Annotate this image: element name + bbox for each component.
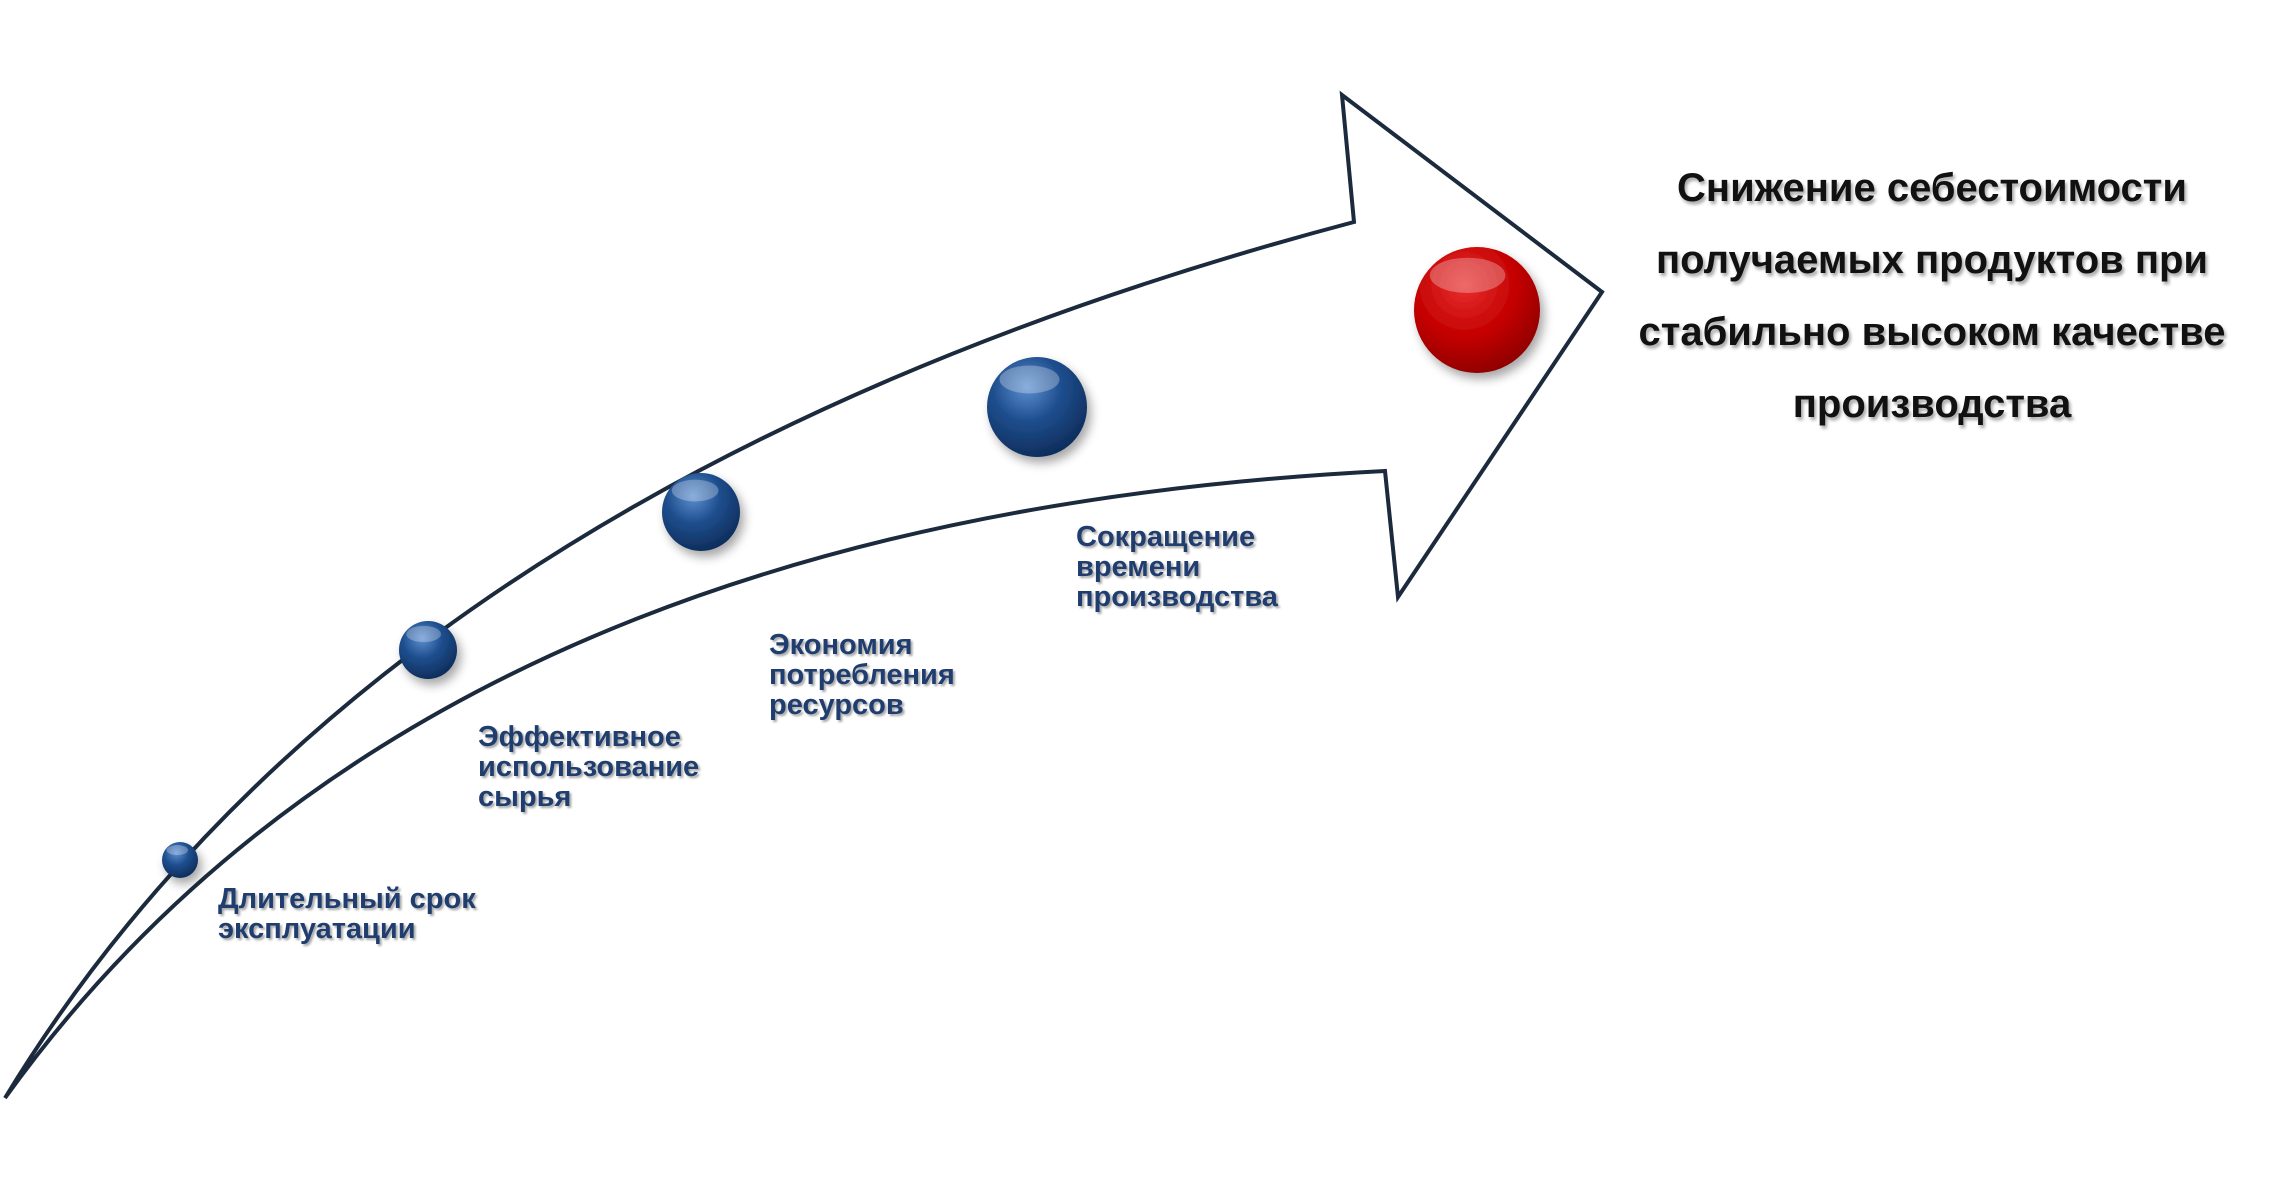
step-label-service-life: Длительный срок эксплуатации [218, 884, 476, 944]
growth-arrow [3, 90, 1605, 1100]
step-label-line: Сокращение [1076, 521, 1256, 553]
step-marker-1 [162, 842, 198, 878]
step-label-line: сырья [478, 781, 572, 813]
step-label-line: эксплуатации [218, 913, 416, 945]
step-label-raw-material: Эффективное использование сырья [478, 722, 699, 812]
step-label-line: Экономия [769, 629, 913, 661]
goal-text-line: стабильно высоком качестве [1638, 310, 2226, 354]
step-label-line: использование [478, 751, 700, 783]
goal-text-line: производства [1792, 382, 2072, 426]
step-marker-3-highlight [671, 479, 719, 502]
goal-text-line: получаемых продуктов при [1655, 238, 2209, 282]
step-label-resource-saving: Экономия потребления ресурсов [769, 630, 955, 720]
step-label-time-reduction: Сокращение времени производства [1076, 522, 1278, 612]
goal-marker-highlight [1429, 257, 1506, 293]
step-marker-2-highlight [406, 625, 442, 643]
goal-text-line: Снижение себестоимости [1677, 166, 2187, 210]
step-marker-2 [399, 621, 457, 679]
goal-marker [1414, 247, 1540, 373]
step-label-line: Длительный срок [218, 883, 476, 915]
step-label-line: времени [1076, 551, 1201, 583]
step-marker-3 [662, 473, 740, 551]
goal-text: Снижение себестоимости получаемых продук… [1612, 152, 2252, 440]
step-marker-4-highlight [999, 365, 1060, 394]
step-label-line: Эффективное [478, 721, 681, 753]
step-marker-4 [987, 357, 1087, 457]
step-label-line: ресурсов [769, 689, 904, 721]
step-label-line: потребления [769, 659, 955, 691]
step-label-line: производства [1076, 581, 1278, 613]
step-marker-1-highlight [166, 845, 189, 856]
